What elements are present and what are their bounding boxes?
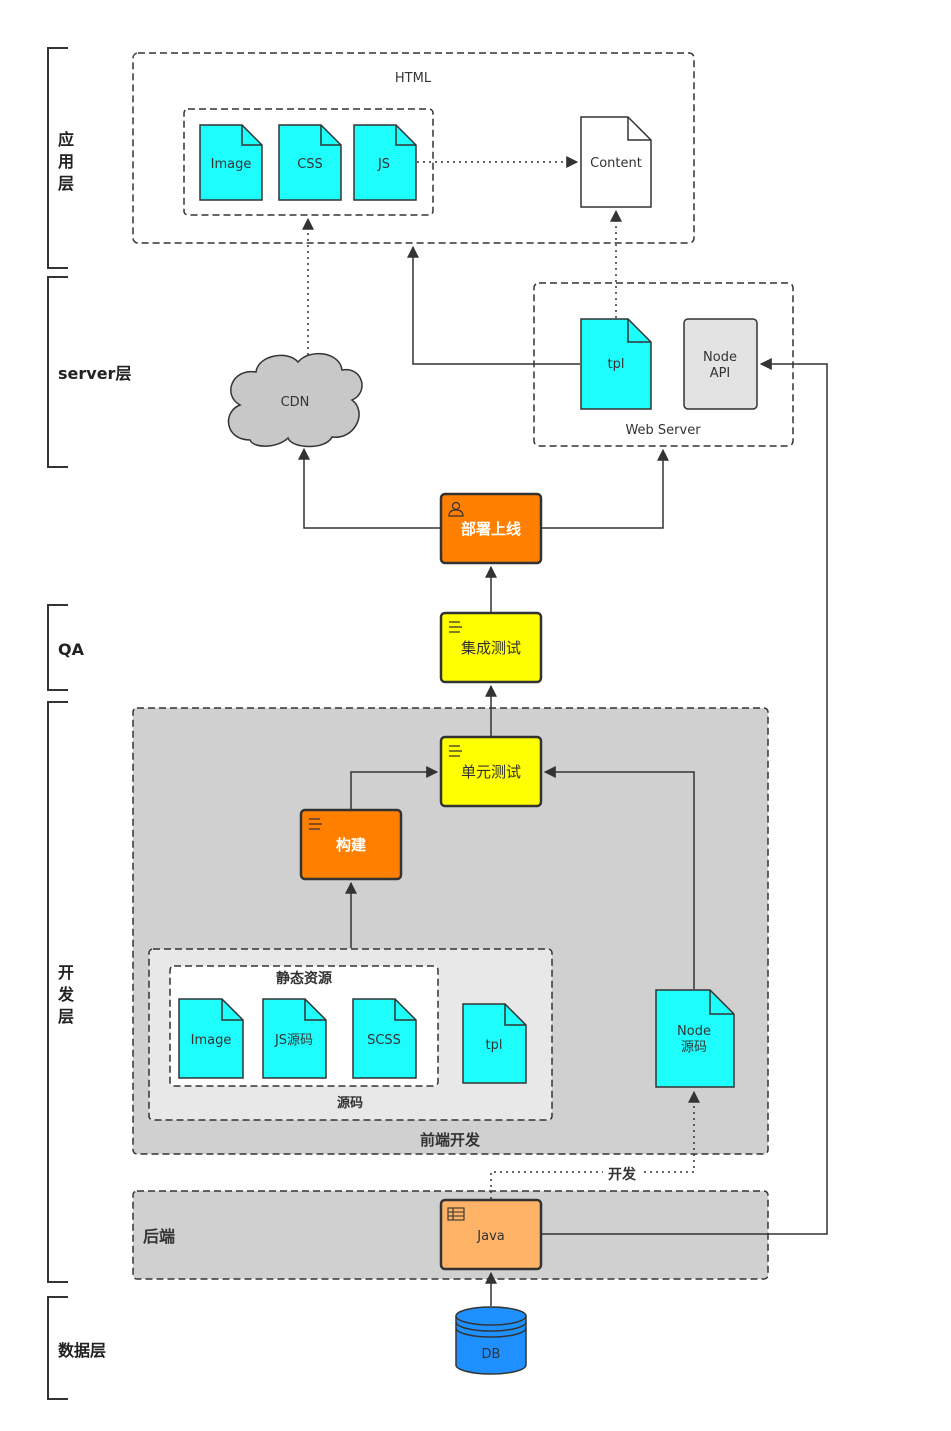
build-scroll-icon — [309, 818, 322, 830]
frontend-dev-label: 前端开发 — [420, 1131, 481, 1149]
node-source-line2: 源码 — [681, 1040, 707, 1055]
layer-app-label: 应 用 层 — [58, 130, 80, 193]
build-node: 构建 — [299, 808, 403, 881]
dev-file-tpl-label: tpl — [486, 1038, 503, 1053]
app-file-css: CSS — [278, 124, 342, 201]
dev-file-scss: SCSS — [352, 998, 417, 1079]
content-document: Content — [580, 116, 652, 208]
unit-test-label: 单元测试 — [461, 763, 521, 781]
db-cylinder: DB — [455, 1306, 527, 1375]
integration-test-scroll-icon — [449, 621, 462, 633]
deploy-label: 部署上线 — [461, 520, 521, 538]
java-to-node-api-link — [541, 358, 828, 1235]
deploy-node: 部署上线 — [439, 492, 543, 565]
node-api-line2: API — [710, 366, 731, 381]
dev-file-js-source-label: JS源码 — [274, 1033, 313, 1048]
build-label: 构建 — [336, 836, 367, 854]
web-server-label: Web Server — [625, 423, 701, 438]
deploy-to-cdn-link — [298, 447, 441, 529]
layer-dev-char-3: 层 — [58, 1007, 74, 1026]
source-label: 源码 — [337, 1095, 363, 1111]
layer-app-char-1: 应 — [58, 130, 74, 149]
app-file-css-label: CSS — [297, 157, 323, 172]
dev-link-label-bg — [603, 1164, 641, 1181]
layer-dev-char-2: 发 — [57, 985, 75, 1004]
content-label: Content — [590, 156, 642, 171]
dev-file-js-source: JS源码 — [262, 998, 327, 1079]
layer-app-char-2: 用 — [58, 152, 74, 171]
integration-test-node: 集成测试 — [439, 611, 543, 684]
cdn-label: CDN — [281, 395, 310, 410]
app-file-js: JS — [353, 124, 417, 201]
tpl-to-html-link — [407, 245, 580, 365]
layer-server-label: server层 — [58, 364, 131, 383]
server-tpl-file: tpl — [580, 318, 652, 410]
dev-file-image-label: Image — [191, 1033, 232, 1048]
node-api-line1: Node — [703, 350, 737, 365]
html-title: HTML — [395, 71, 432, 86]
java-to-node-source-link — [490, 1090, 700, 1199]
app-file-image: Image — [199, 124, 263, 201]
layer-brackets — [47, 47, 68, 1400]
layer-labels: 应 用 层 server层 QA 开 发 层 数据层 — [57, 130, 131, 1360]
node-source-line1: Node — [677, 1024, 711, 1039]
dev-link-label: 开发 — [608, 1166, 637, 1183]
unit-test-scroll-icon — [449, 745, 462, 757]
backend-label: 后端 — [143, 1227, 175, 1246]
app-file-js-label: JS — [377, 157, 390, 172]
integration-test-label: 集成测试 — [461, 639, 521, 657]
node-source-to-unit-link — [543, 766, 695, 989]
dev-file-tpl: tpl — [462, 1003, 527, 1084]
node-source-file: Node 源码 — [655, 989, 735, 1088]
java-node: Java — [439, 1198, 543, 1271]
node-api-box: Node API — [683, 318, 758, 410]
deploy-to-webserver-link — [541, 448, 669, 529]
java-label: Java — [476, 1229, 504, 1244]
unit-test-node: 单元测试 — [439, 735, 543, 808]
layer-data-label: 数据层 — [58, 1341, 106, 1360]
cdn-cloud: CDN — [227, 352, 363, 448]
deploy-person-icon — [448, 501, 464, 517]
server-tpl-label: tpl — [608, 357, 625, 372]
layer-qa-label: QA — [58, 640, 85, 659]
static-resources-title: 静态资源 — [276, 970, 332, 987]
layer-dev-char-1: 开 — [58, 963, 74, 982]
dev-file-image: Image — [178, 998, 244, 1079]
dev-file-scss-label: SCSS — [367, 1033, 401, 1048]
app-file-image-label: Image — [211, 157, 252, 172]
build-to-unit-link — [350, 766, 439, 809]
db-label: DB — [482, 1347, 501, 1362]
layer-app-char-3: 层 — [58, 174, 74, 193]
java-table-icon — [447, 1207, 465, 1221]
layer-dev-label: 开 发 层 — [57, 963, 80, 1026]
